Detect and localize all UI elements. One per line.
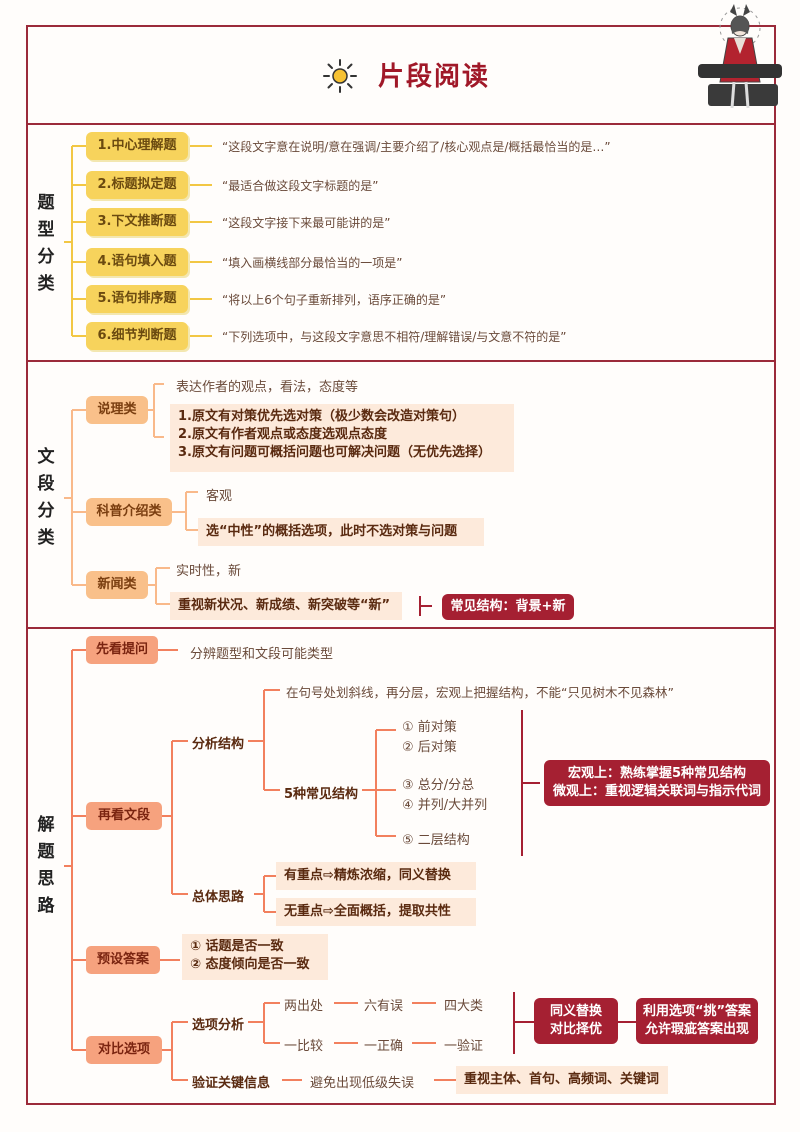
duibi-node: 对比选项 — [86, 1036, 162, 1064]
xiankan-node: 先看提问 — [86, 636, 158, 664]
opt-r1-1: 两出处 — [284, 999, 324, 1014]
qtype-1: 1.中心理解题 — [86, 132, 188, 160]
shuoli-rules: 1.原文有对策优先选对策（极少数会改造对策句） 2.原文有作者观点或态度选观点态… — [170, 404, 514, 472]
qtype-2-quote: “最适合做这段文字标题的是” — [222, 179, 379, 193]
opt-r2-1: 一比较 — [284, 1039, 324, 1054]
opt-r1-2: 六有误 — [364, 999, 404, 1014]
s1-title: 题型分类 — [37, 193, 55, 294]
sun-icon — [322, 58, 358, 94]
wuzhong-node: 5种常见结构 — [284, 787, 359, 802]
structure-4: ④ 并列/大并列 — [402, 798, 488, 813]
kepu-node: 科普介绍类 — [86, 498, 172, 526]
page-title: 片段阅读 — [378, 62, 491, 92]
opt-r1-3: 四大类 — [444, 999, 484, 1014]
tiao-box: 利用选项“挑”答案 允许瑕疵答案出现 — [636, 998, 758, 1044]
section-solving — [26, 627, 776, 1105]
yushe-node: 预设答案 — [86, 946, 160, 974]
structure-5: ⑤ 二层结构 — [402, 833, 470, 848]
qtype-4-quote: “填入画横线部分最恰当的一项是” — [222, 256, 403, 270]
yushe-1: ① 话题是否一致 — [190, 939, 284, 954]
yanzheng-mid: 避免出现低级失误 — [310, 1076, 415, 1091]
qtype-6-quote: “下列选项中，与这段文字意思不相符/理解错误/与文意不符的是” — [222, 330, 567, 344]
zongti-b: 无重点⇨全面概括，提取共性 — [276, 898, 476, 926]
yushe-box: ① 话题是否一致 ② 态度倾向是否一致 — [182, 934, 328, 980]
qtype-2: 2.标题拟定题 — [86, 171, 188, 199]
yushe-2: ② 态度倾向是否一致 — [190, 957, 310, 972]
macro-micro-box: 宏观上：熟练掌握5种常见结构 微观上：重视逻辑关联词与指示代词 — [544, 760, 770, 806]
xuanxiang-node: 选项分析 — [192, 1018, 245, 1033]
qtype-3: 3.下文推断题 — [86, 208, 188, 236]
xinwen-note: 常见结构：背景+新 — [442, 594, 574, 620]
zaikan-node: 再看文段 — [86, 802, 162, 830]
kepu-desc: 客观 — [206, 489, 233, 504]
structure-1: ① 前对策 — [402, 720, 457, 735]
structure-2: ② 后对策 — [402, 740, 457, 755]
fenxi-desc: 在句号处划斜线，再分层，宏观上把握结构，不能“只见树木不见森林” — [286, 685, 674, 700]
micro-line: 微观上：重视逻辑关联词与指示代词 — [552, 784, 761, 799]
xinwen-rule: 重视新状况、新成绩、新突破等“新” — [170, 592, 402, 620]
shuoli-rule-2: 2.原文有作者观点或态度选观点态度 — [178, 427, 387, 442]
tiao-1: 利用选项“挑”答案 — [642, 1004, 752, 1019]
shuoli-rule-1: 1.原文有对策优先选对策（极少数会改造对策句） — [178, 409, 465, 424]
tongyi-1: 同义替换 — [549, 1004, 602, 1019]
qtype-5-quote: “将以上6个句子重新排列，语序正确的是” — [222, 293, 447, 307]
macro-line: 宏观上：熟练掌握5种常见结构 — [567, 766, 747, 781]
fenxi-node: 分析结构 — [192, 737, 245, 752]
tongyi-2: 对比择优 — [549, 1022, 602, 1037]
shuoli-rule-3: 3.原文有问题可概括问题也可解决问题（无优先选择） — [178, 445, 491, 460]
shuoli-desc: 表达作者的观点，看法，态度等 — [176, 380, 359, 395]
character-illustration — [690, 4, 790, 116]
xinwen-node: 新闻类 — [86, 571, 148, 599]
kepu-rule: 选“中性”的概括选项，此时不选对策与问题 — [198, 518, 484, 546]
yanzheng-node: 验证关键信息 — [192, 1076, 271, 1091]
qtype-5: 5.语句排序题 — [86, 285, 188, 313]
tongyi-box: 同义替换 对比择优 — [534, 998, 618, 1044]
opt-r2-3: 一验证 — [444, 1039, 484, 1054]
zongti-a: 有重点⇨精炼浓缩，同义替换 — [276, 862, 476, 890]
qtype-3-quote: “这段文字接下来最可能讲的是” — [222, 216, 391, 230]
shuoli-node: 说理类 — [86, 396, 148, 424]
qtype-4: 4.语句填入题 — [86, 248, 188, 276]
tiao-2: 允许瑕疵答案出现 — [644, 1022, 749, 1037]
qtype-1-quote: “这段文字意在说明/意在强调/主要介绍了/核心观点是/概括最恰当的是…” — [222, 140, 611, 154]
opt-r2-2: 一正确 — [364, 1039, 404, 1054]
qtype-6: 6.细节判断题 — [86, 322, 188, 350]
yanzheng-end: 重视主体、首句、高频词、关键词 — [456, 1066, 668, 1094]
xinwen-desc: 实时性，新 — [176, 564, 242, 579]
structure-3: ③ 总分/分总 — [402, 778, 475, 793]
zongti-node: 总体思路 — [192, 890, 245, 905]
xiankan-desc: 分辨题型和文段可能类型 — [190, 647, 334, 662]
s3-title: 解题思路 — [37, 815, 55, 916]
s2-title: 文段分类 — [37, 447, 55, 548]
